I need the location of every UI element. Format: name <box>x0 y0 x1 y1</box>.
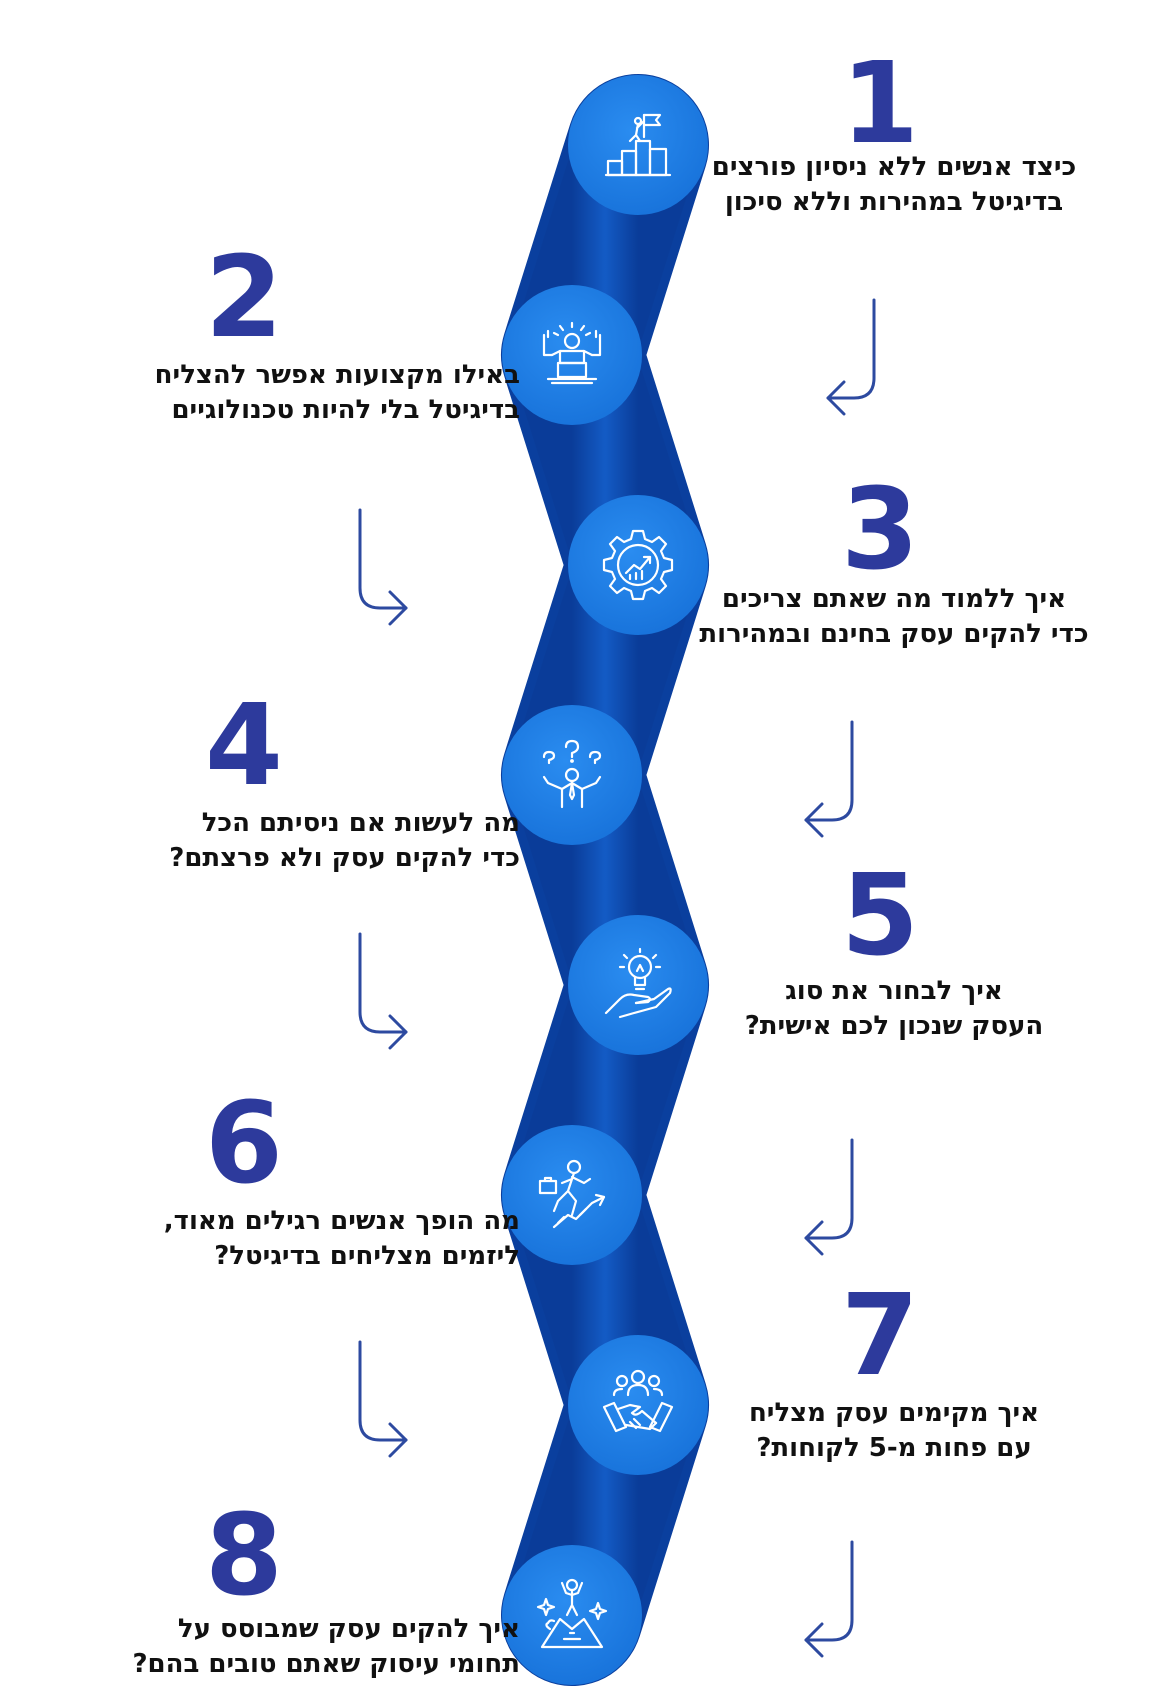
step-number-1: 1 <box>841 39 919 169</box>
step-text-1: כיצד אנשים ללא ניסיון פורצים בדיגיטל במה… <box>654 150 1134 220</box>
step-text-8-line2: תחומי עיסוק שאתם טובים בהם? <box>132 1649 520 1679</box>
mountain-flag-icon <box>604 113 672 177</box>
step-text-2-line2: בדיגיטל בלי להיות טכנולוגיים <box>171 395 520 425</box>
step-number-2: 2 <box>205 233 283 363</box>
curved-arrow-down-right-icon <box>358 508 408 626</box>
step-text-6: מה הופך אנשים רגילים מאוד, ליזמים מצליחי… <box>40 1204 520 1274</box>
step-text-7: איך מקימים עסק מצליח עם פחות מ-5 לקוחות? <box>654 1396 1134 1466</box>
step-text-7-line1: איך מקימים עסק מצליח <box>748 1398 1040 1428</box>
curved-arrow-down-left-icon <box>826 298 876 416</box>
step-number-3: 3 <box>841 465 919 595</box>
handshake-team-icon <box>602 1369 674 1433</box>
step-text-1-line1: כיצד אנשים ללא ניסיון פורצים <box>711 152 1077 182</box>
step-number-5: 5 <box>841 851 919 981</box>
step-text-3: איך ללמוד מה שאתם צריכים כדי להקים עסק ב… <box>654 582 1134 652</box>
step-text-4: מה לעשות אם ניסיתם הכל כדי להקים עסק ולא… <box>40 806 520 876</box>
step-text-2-line1: באילו מקצועות אפשר להצליח <box>154 360 520 390</box>
confused-person-icon <box>542 739 602 809</box>
step-number-7: 7 <box>841 1271 919 1401</box>
curved-arrow-down-left-icon <box>804 1540 854 1658</box>
step-text-2: באילו מקצועות אפשר להצליח בדיגיטל בלי לה… <box>40 358 520 428</box>
curved-arrow-down-left-icon <box>804 720 854 838</box>
step-text-4-line1: מה לעשות אם ניסיתם הכל <box>201 808 520 838</box>
lightbulb-hand-icon <box>604 947 672 1019</box>
step-number-8: 8 <box>205 1491 283 1621</box>
step-text-3-line1: איך ללמוד מה שאתם צריכים <box>721 584 1067 614</box>
step-number-4: 4 <box>205 681 283 811</box>
step-text-1-line2: בדיגיטל במהירות וללא סיכון <box>724 187 1064 217</box>
gear-growth-chart-icon <box>602 529 674 601</box>
celebrating-person-laptop-icon <box>542 321 602 385</box>
step-text-8: איך להקים עסק שמבוסס על תחומי עיסוק שאתם… <box>40 1612 520 1682</box>
mountain-peak-success-icon <box>536 1578 608 1649</box>
curved-arrow-down-right-icon <box>358 932 408 1050</box>
step-circles <box>502 75 708 1685</box>
curved-arrow-down-right-icon <box>358 1340 408 1458</box>
step-text-6-line2: ליזמים מצליחים בדיגיטל? <box>214 1241 520 1271</box>
step-text-6-line1: מה הופך אנשים רגילים מאוד, <box>163 1206 520 1236</box>
step-text-4-line2: כדי להקים עסק ולא פרצתם? <box>169 843 520 873</box>
step-text-5: איך לבחור את סוג העסק שנכון לכם אישית? <box>654 974 1134 1044</box>
step-text-7-line2: עם פחות מ-5 לקוחות? <box>756 1433 1032 1463</box>
step-text-3-line2: כדי להקים עסק בחינם ובמהירות <box>699 619 1089 649</box>
businessman-climbing-icon <box>538 1159 606 1229</box>
step-text-5-line1: איך לבחור את סוג <box>785 976 1003 1006</box>
step-number-6: 6 <box>205 1079 283 1209</box>
step-text-8-line1: איך להקים עסק שמבוסס על <box>177 1614 520 1644</box>
step-text-5-line2: העסק שנכון לכם אישית? <box>744 1011 1044 1041</box>
curved-arrow-down-left-icon <box>804 1138 854 1256</box>
